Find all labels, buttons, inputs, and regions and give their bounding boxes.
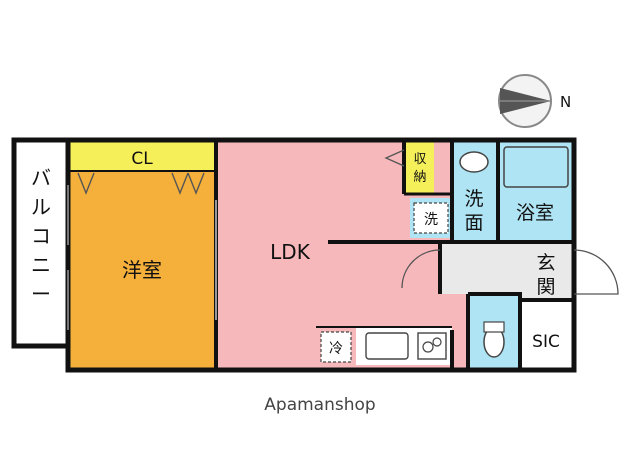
shoe-closet-label: SIC bbox=[532, 332, 560, 352]
bathroom bbox=[498, 142, 572, 242]
stove-icon bbox=[417, 332, 447, 360]
entrance-label: 玄関 bbox=[536, 252, 555, 298]
balcony-label: バルコニー bbox=[31, 166, 51, 306]
closet-label: CL bbox=[131, 149, 153, 169]
closet-door-marks bbox=[77, 172, 205, 195]
washroom-label: 洗面 bbox=[464, 188, 483, 234]
closet bbox=[68, 142, 216, 171]
washing-machine-icon bbox=[413, 202, 449, 234]
entrance-door-swing bbox=[573, 249, 619, 295]
compass-north-label: N bbox=[560, 93, 571, 111]
entrance bbox=[522, 242, 572, 300]
washing-machine-label: 洗 bbox=[424, 212, 438, 228]
sink-icon bbox=[459, 151, 489, 173]
western-room-label: 洋室 bbox=[122, 258, 162, 282]
fridge-label: 冷 bbox=[329, 341, 343, 357]
burner-icon bbox=[432, 337, 442, 347]
corridor bbox=[440, 242, 522, 294]
compass: N bbox=[498, 74, 571, 128]
toilet-tank-icon bbox=[483, 321, 505, 333]
storage-door-mark bbox=[384, 149, 405, 167]
burner-icon bbox=[422, 341, 434, 353]
shoe-closet bbox=[520, 300, 572, 370]
kitchen-sink-icon bbox=[365, 332, 409, 360]
fridge-icon bbox=[320, 331, 352, 363]
storage-label: 収納 bbox=[413, 152, 426, 185]
bathtub-icon bbox=[503, 146, 569, 188]
storage bbox=[406, 142, 434, 194]
bathroom-label: 浴室 bbox=[516, 202, 554, 224]
credit-text: Apamanshop bbox=[264, 395, 376, 415]
ldk-label: LDK bbox=[270, 240, 311, 264]
corridor-door-swing bbox=[401, 249, 441, 289]
western-room bbox=[68, 171, 216, 370]
